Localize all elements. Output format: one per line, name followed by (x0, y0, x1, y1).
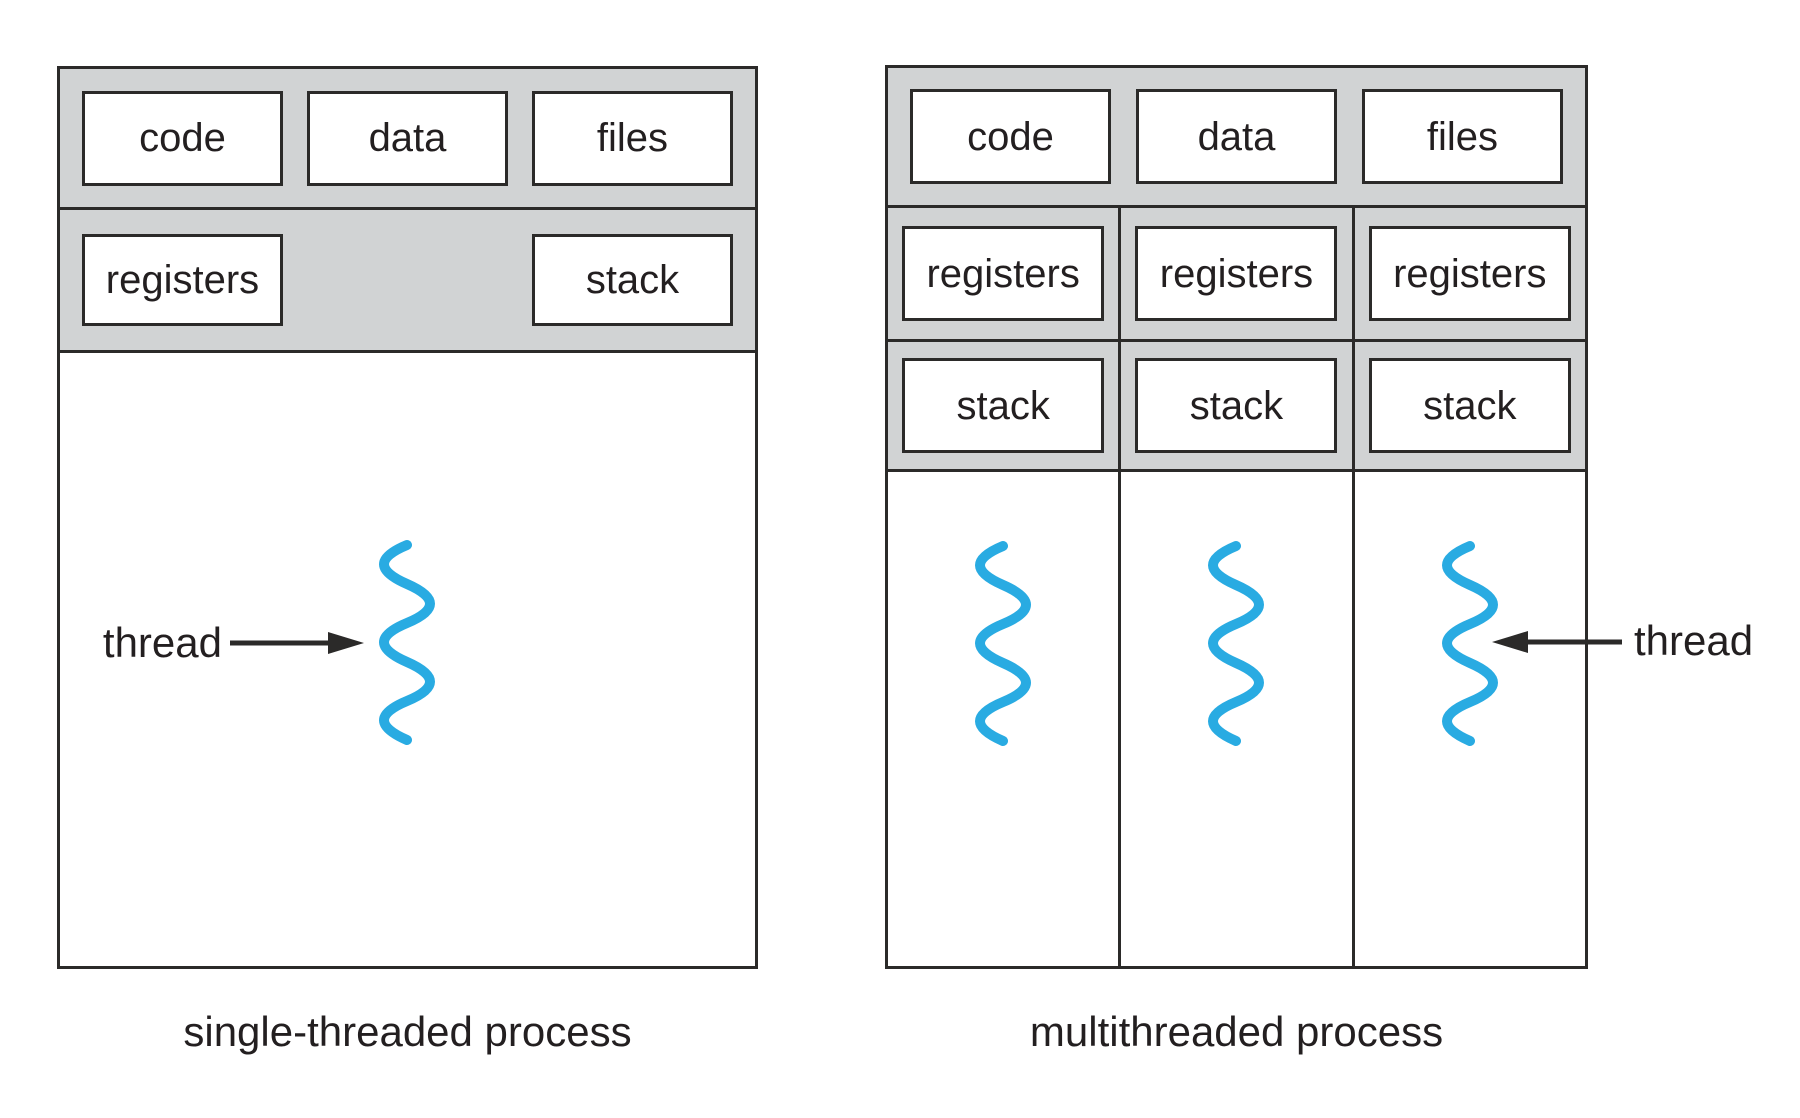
stack-box: stack (1368, 358, 1571, 453)
multithreaded-process-diagram: code data files registers stack (885, 65, 1588, 969)
thread-column-3: registers stack (1351, 208, 1585, 966)
registers-box: registers (1135, 226, 1338, 321)
single-threaded-caption: single-threaded process (183, 1008, 632, 1055)
registers-cell: registers (888, 208, 1119, 342)
stack-box: stack (532, 234, 733, 326)
stack-cell: stack (1354, 342, 1585, 472)
thread-column-2: registers stack (1118, 208, 1352, 966)
thread-squiggle-icon (975, 541, 1031, 746)
thread-squiggle-icon (1208, 541, 1265, 746)
code-box: code (910, 89, 1111, 184)
arrow-right-icon (230, 632, 364, 654)
stack-cell: stack (1121, 342, 1352, 472)
thread-label: thread (1634, 617, 1754, 664)
multithreaded-caption: multithreaded process (1029, 1008, 1444, 1055)
thread-context-section: registers stack (60, 210, 755, 353)
thread-squiggle-icon (1442, 541, 1498, 746)
thread-area (1121, 472, 1352, 966)
files-box: files (532, 90, 733, 186)
thread-column-1: registers stack (888, 208, 1119, 966)
single-threaded-process-diagram: code data files registers stack (57, 66, 758, 969)
data-box: data (307, 90, 508, 186)
thread-area (888, 472, 1119, 966)
thread-squiggle-icon (379, 540, 435, 745)
code-box: code (82, 90, 283, 186)
thread-columns: registers stack registers stack (888, 208, 1585, 966)
thread-area (60, 353, 755, 966)
thread-area (1354, 472, 1585, 966)
thread-label: thread (102, 619, 222, 666)
registers-cell: registers (1121, 208, 1352, 342)
process-resources-section: code data files (60, 69, 755, 210)
stack-box: stack (1135, 358, 1338, 453)
process-resources-section: code data files (888, 68, 1585, 208)
registers-box: registers (902, 226, 1105, 321)
arrow-left-icon (1492, 631, 1622, 653)
stack-cell: stack (888, 342, 1119, 472)
files-box: files (1362, 89, 1563, 184)
registers-box: registers (1368, 226, 1571, 321)
data-box: data (1136, 89, 1337, 184)
stack-box: stack (902, 358, 1105, 453)
registers-box: registers (82, 234, 283, 326)
registers-cell: registers (1354, 208, 1585, 342)
